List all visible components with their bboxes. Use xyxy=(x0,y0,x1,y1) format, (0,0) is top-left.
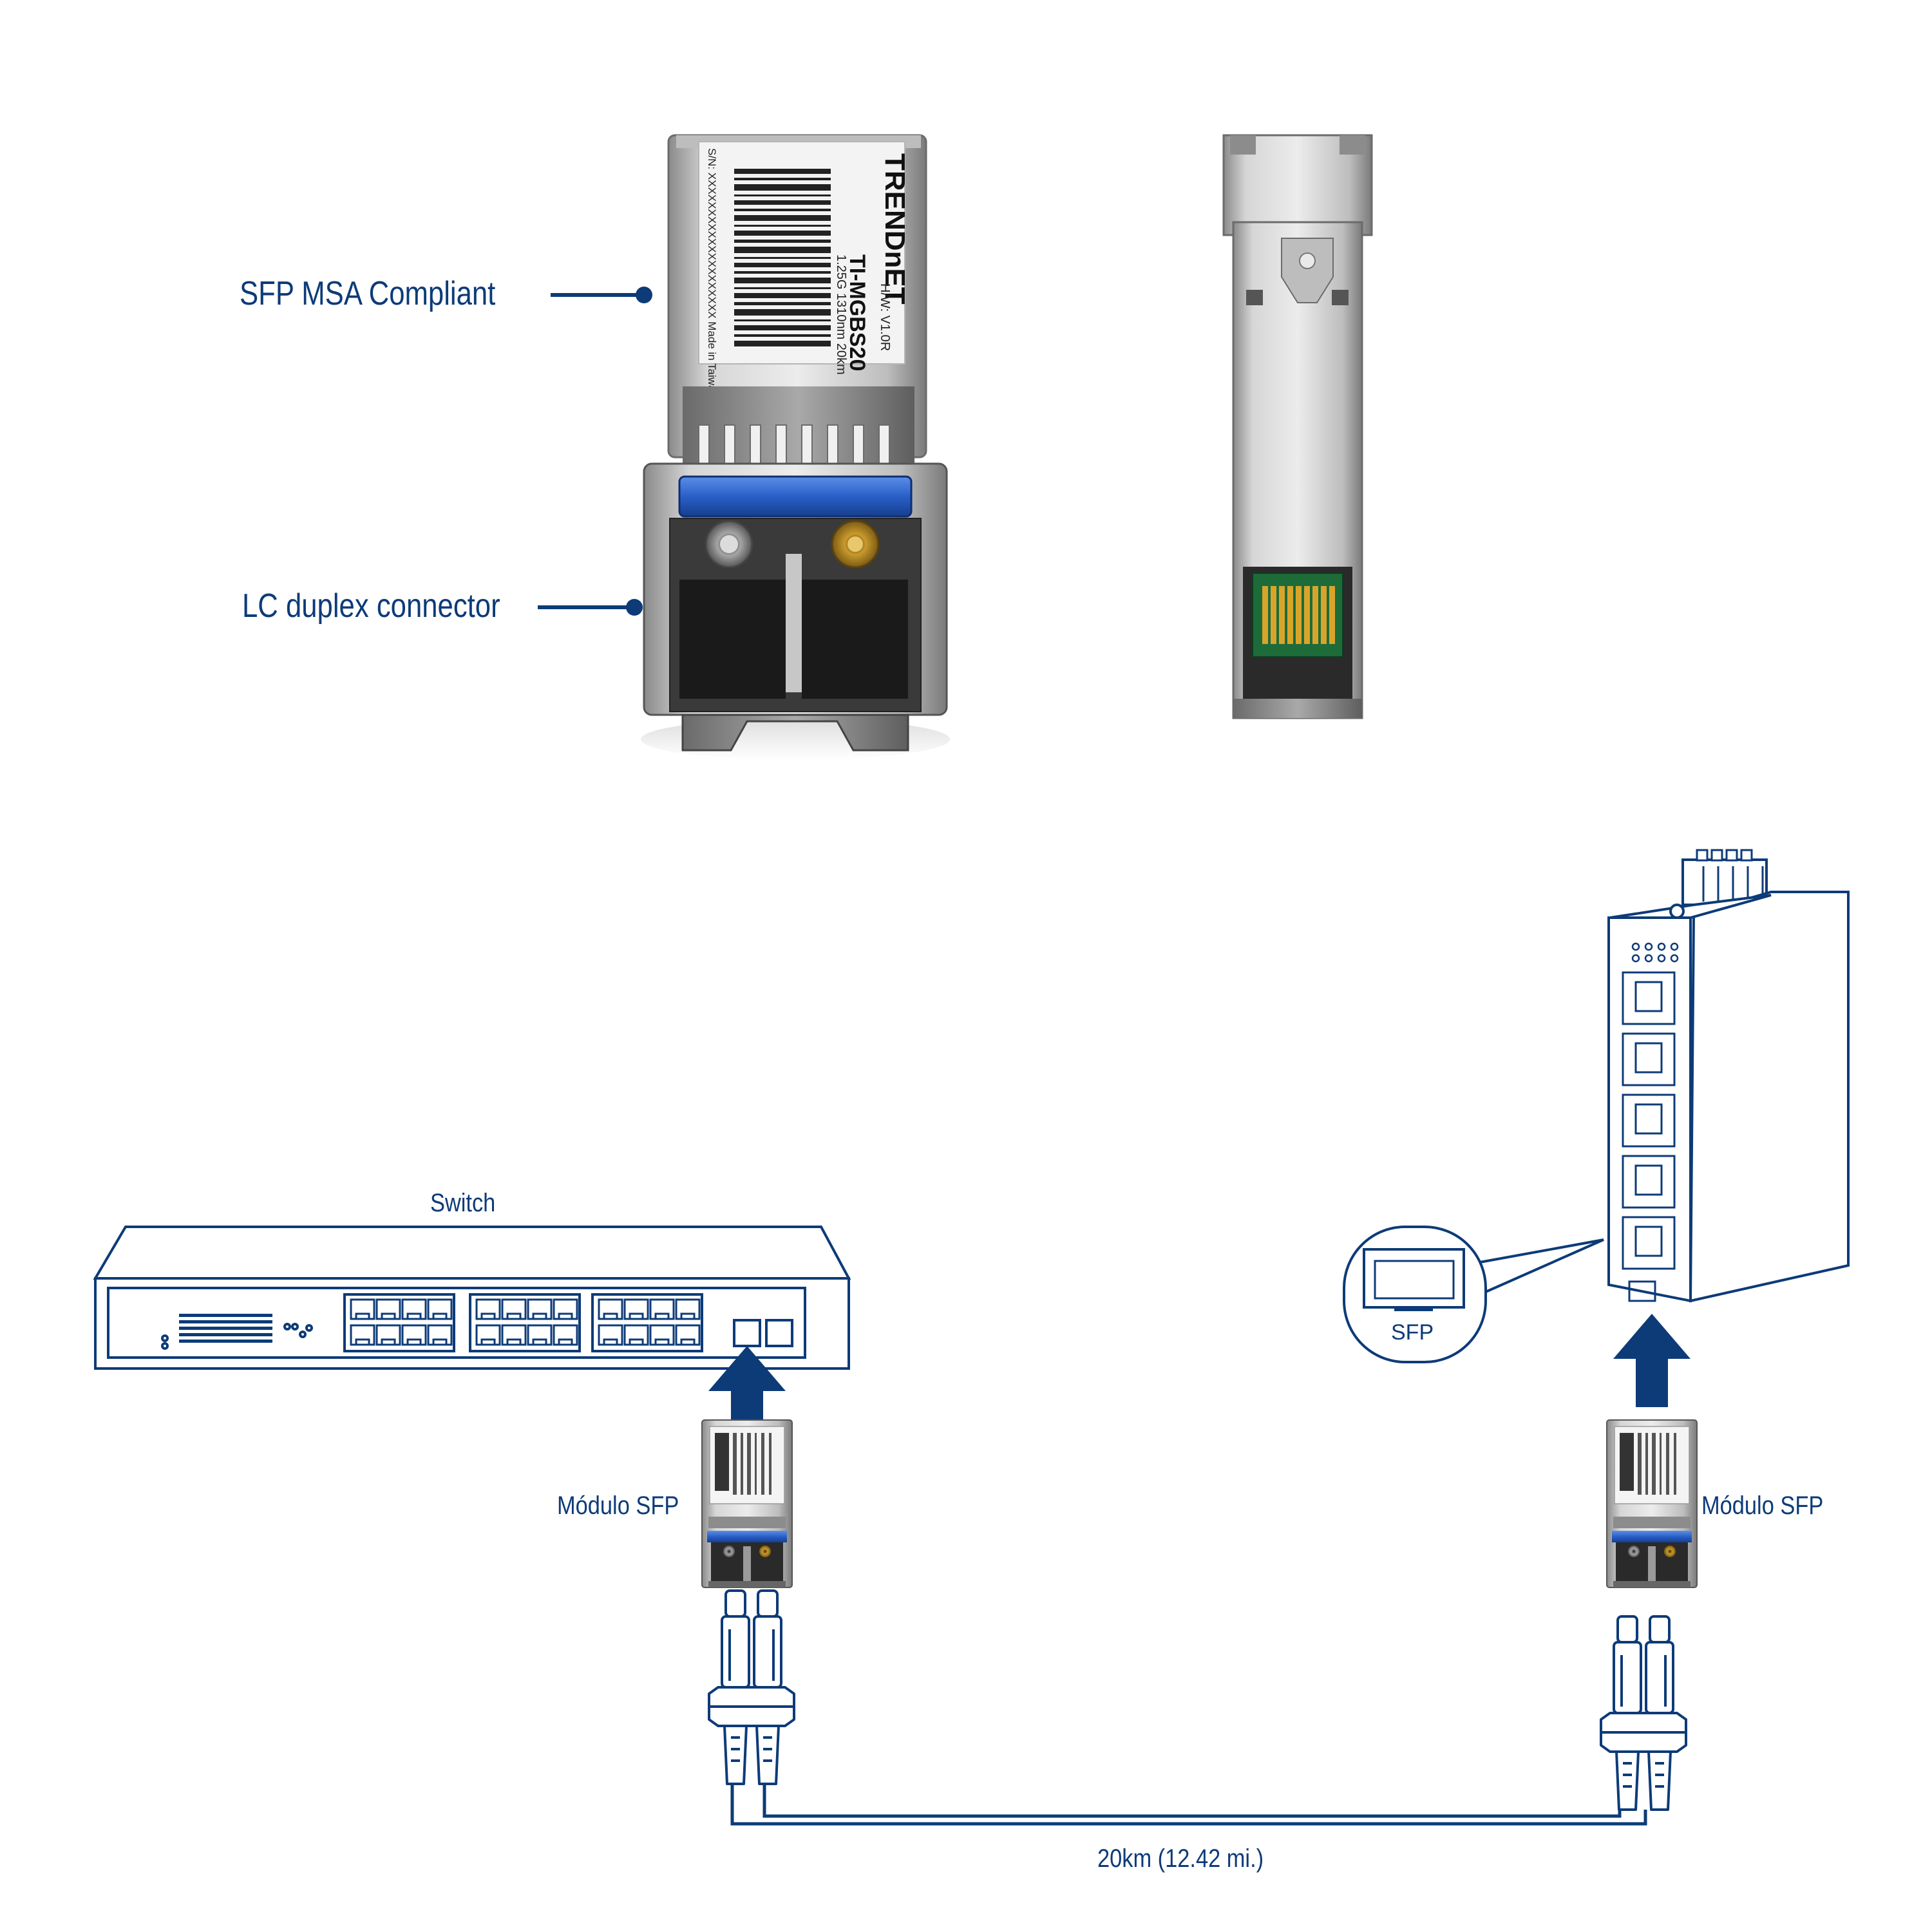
barcode xyxy=(734,169,831,346)
switch-label: Switch xyxy=(430,1189,496,1217)
distance-label: 20km (12.42 mi.) xyxy=(1097,1844,1264,1873)
fiber-cable xyxy=(730,1784,1647,1826)
lc-connector-right xyxy=(1600,1615,1687,1811)
switch-sfp-slot-2 xyxy=(765,1319,793,1347)
spec-text: 1.25G 1310nm 20km xyxy=(834,254,848,375)
sfp-rear-view xyxy=(1222,134,1373,719)
model-text: TI-MGBS20 xyxy=(845,254,869,371)
sfp-module-left xyxy=(701,1419,793,1588)
brand-logo: TRENDnET xyxy=(879,153,911,305)
insert-arrow-left xyxy=(708,1346,786,1433)
industrial-sfp-slot xyxy=(1628,1280,1656,1302)
serial-text: S/N: XXXXXXXXXXXXXXXXXXXX Made in Taiwan xyxy=(706,148,718,397)
callout-connector-line xyxy=(538,599,643,616)
pcb-contacts xyxy=(1262,586,1335,644)
callout-msa-label: SFP MSA Compliant xyxy=(240,275,496,312)
lc-connector-left xyxy=(708,1589,795,1785)
sfp-module-right xyxy=(1606,1419,1698,1588)
sfp-zoom-bubble xyxy=(1343,1226,1604,1363)
module-label-left: Módulo SFP xyxy=(557,1492,679,1520)
vent-dots xyxy=(179,1314,272,1343)
module-label-right: Módulo SFP xyxy=(1701,1492,1824,1520)
hw-text: H/W: V1.0R xyxy=(878,283,892,351)
sfp-front-view: TRENDnET TI-MGBS20 1.25G 1310nm 20km H/W… xyxy=(641,134,950,760)
industrial-switch xyxy=(1607,849,1850,1303)
callout-connector-label: LC duplex connector xyxy=(242,587,500,625)
insert-arrow-right xyxy=(1613,1314,1690,1407)
sfp-port-label: SFP xyxy=(1391,1320,1434,1345)
callout-msa-line xyxy=(551,287,652,303)
rack-switch xyxy=(93,1226,851,1370)
